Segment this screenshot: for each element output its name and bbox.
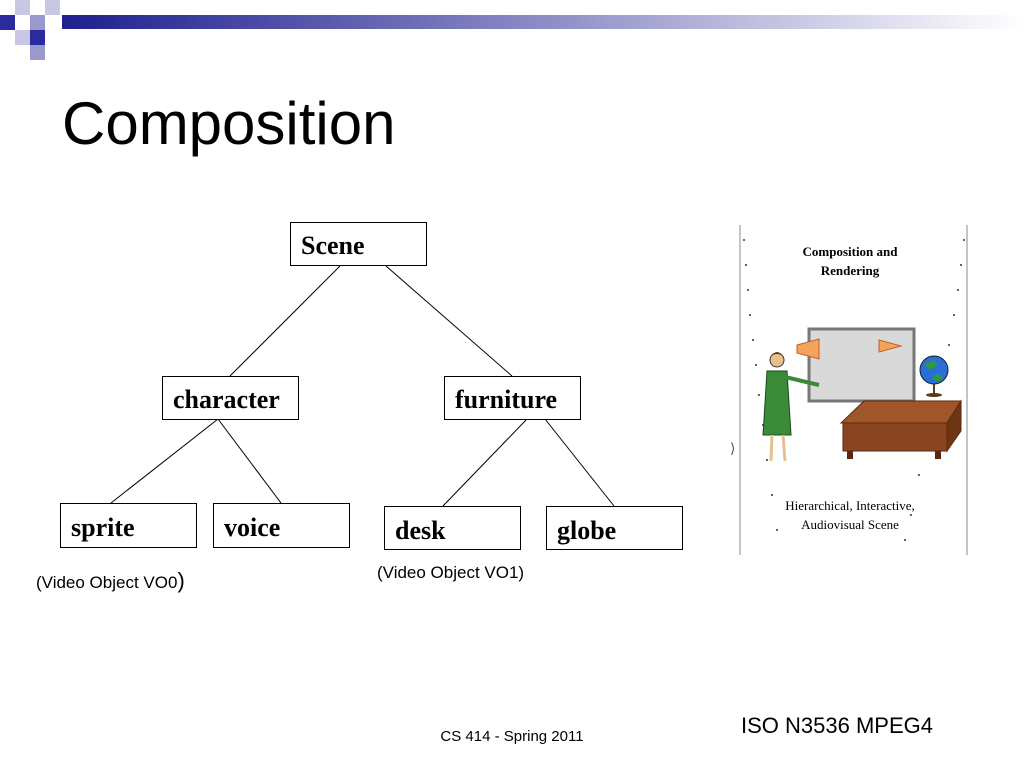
edge-scene-character xyxy=(229,265,341,377)
perspective-dot xyxy=(771,494,773,496)
edge-scene-furniture xyxy=(385,265,513,377)
caption-vo1: (Video Object VO1) xyxy=(377,563,524,583)
edge-character-sprite xyxy=(110,418,219,504)
illustration-caption-1: Hierarchical, Interactive, xyxy=(785,498,915,513)
banner-square xyxy=(45,15,60,30)
banner-square xyxy=(45,0,60,15)
character-leg xyxy=(769,434,774,462)
perspective-dot xyxy=(743,239,745,241)
caption-vo0-text: (Video Object VO0 xyxy=(36,573,178,592)
desk-leg xyxy=(847,451,853,459)
projection-screen xyxy=(807,327,916,403)
banner-square xyxy=(0,15,15,30)
perspective-dot xyxy=(747,289,749,291)
node-desk: desk xyxy=(384,506,521,550)
caption-vo0-paren: ) xyxy=(177,568,185,593)
perspective-dot xyxy=(755,364,757,366)
speaker-left-icon xyxy=(796,338,820,360)
illustration-title-1: Composition and xyxy=(803,244,899,259)
globe-land xyxy=(925,361,943,381)
banner-square xyxy=(15,30,30,45)
perspective-dot xyxy=(957,289,959,291)
character-body xyxy=(762,370,792,436)
header-banner xyxy=(0,0,1024,60)
node-furniture-label: furniture xyxy=(455,385,558,414)
character-leg xyxy=(781,434,787,462)
caption-vo1-text: (Video Object VO1) xyxy=(377,563,525,582)
character-arm xyxy=(784,375,820,387)
illustration-title-2: Rendering xyxy=(821,263,880,278)
edge-furniture-globe xyxy=(544,418,615,507)
banner-square xyxy=(30,15,45,30)
node-character-label: character xyxy=(173,385,280,414)
caption-vo0: (Video Object VO0) xyxy=(36,568,185,594)
node-desk-label: desk xyxy=(395,516,446,545)
slide-title: Composition xyxy=(62,90,396,157)
banner-square xyxy=(30,0,45,15)
desk-leg xyxy=(935,451,941,459)
perspective-dot xyxy=(766,459,768,461)
node-voice: voice xyxy=(213,503,350,548)
character-hair xyxy=(770,352,784,358)
node-sprite: sprite xyxy=(60,503,197,548)
perspective-dot xyxy=(918,474,920,476)
perspective-dot xyxy=(749,314,751,316)
node-scene: Scene xyxy=(290,222,427,266)
perspective-dot xyxy=(960,264,962,266)
banner-square xyxy=(30,30,45,45)
perspective-dot xyxy=(910,514,912,516)
perspective-dot xyxy=(752,339,754,341)
perspective-dot xyxy=(758,394,760,396)
banner-square xyxy=(15,0,30,15)
perspective-dot xyxy=(948,344,950,346)
speaker-right-icon xyxy=(878,339,903,353)
illustration-fragment: ⟩ xyxy=(730,440,736,456)
globe-base xyxy=(926,393,942,397)
node-scene-label: Scene xyxy=(301,231,365,260)
node-globe-label: globe xyxy=(557,516,617,545)
perspective-dot xyxy=(963,239,965,241)
scene-illustration: Composition and Rendering Hierarchical, … xyxy=(739,225,969,555)
illustration-caption-2: Audiovisual Scene xyxy=(801,517,899,532)
desk-side xyxy=(946,399,962,453)
slide-footer: CS 414 - Spring 2011 xyxy=(440,728,584,745)
banner-square xyxy=(0,0,15,15)
source-label: ISO N3536 MPEG4 xyxy=(741,713,933,738)
node-furniture: furniture xyxy=(444,376,581,420)
desk-body xyxy=(842,422,948,452)
edge-furniture-desk xyxy=(442,418,528,507)
perspective-dot xyxy=(904,539,906,541)
banner-gradient-bar xyxy=(62,15,1024,29)
node-voice-label: voice xyxy=(224,513,281,542)
node-sprite-label: sprite xyxy=(71,513,135,542)
perspective-dot xyxy=(776,529,778,531)
node-globe: globe xyxy=(546,506,683,550)
node-character: character xyxy=(162,376,299,420)
banner-square xyxy=(15,15,30,30)
perspective-dot xyxy=(745,264,747,266)
banner-square xyxy=(30,45,45,60)
perspective-dot xyxy=(953,314,955,316)
edge-character-voice xyxy=(217,418,282,504)
